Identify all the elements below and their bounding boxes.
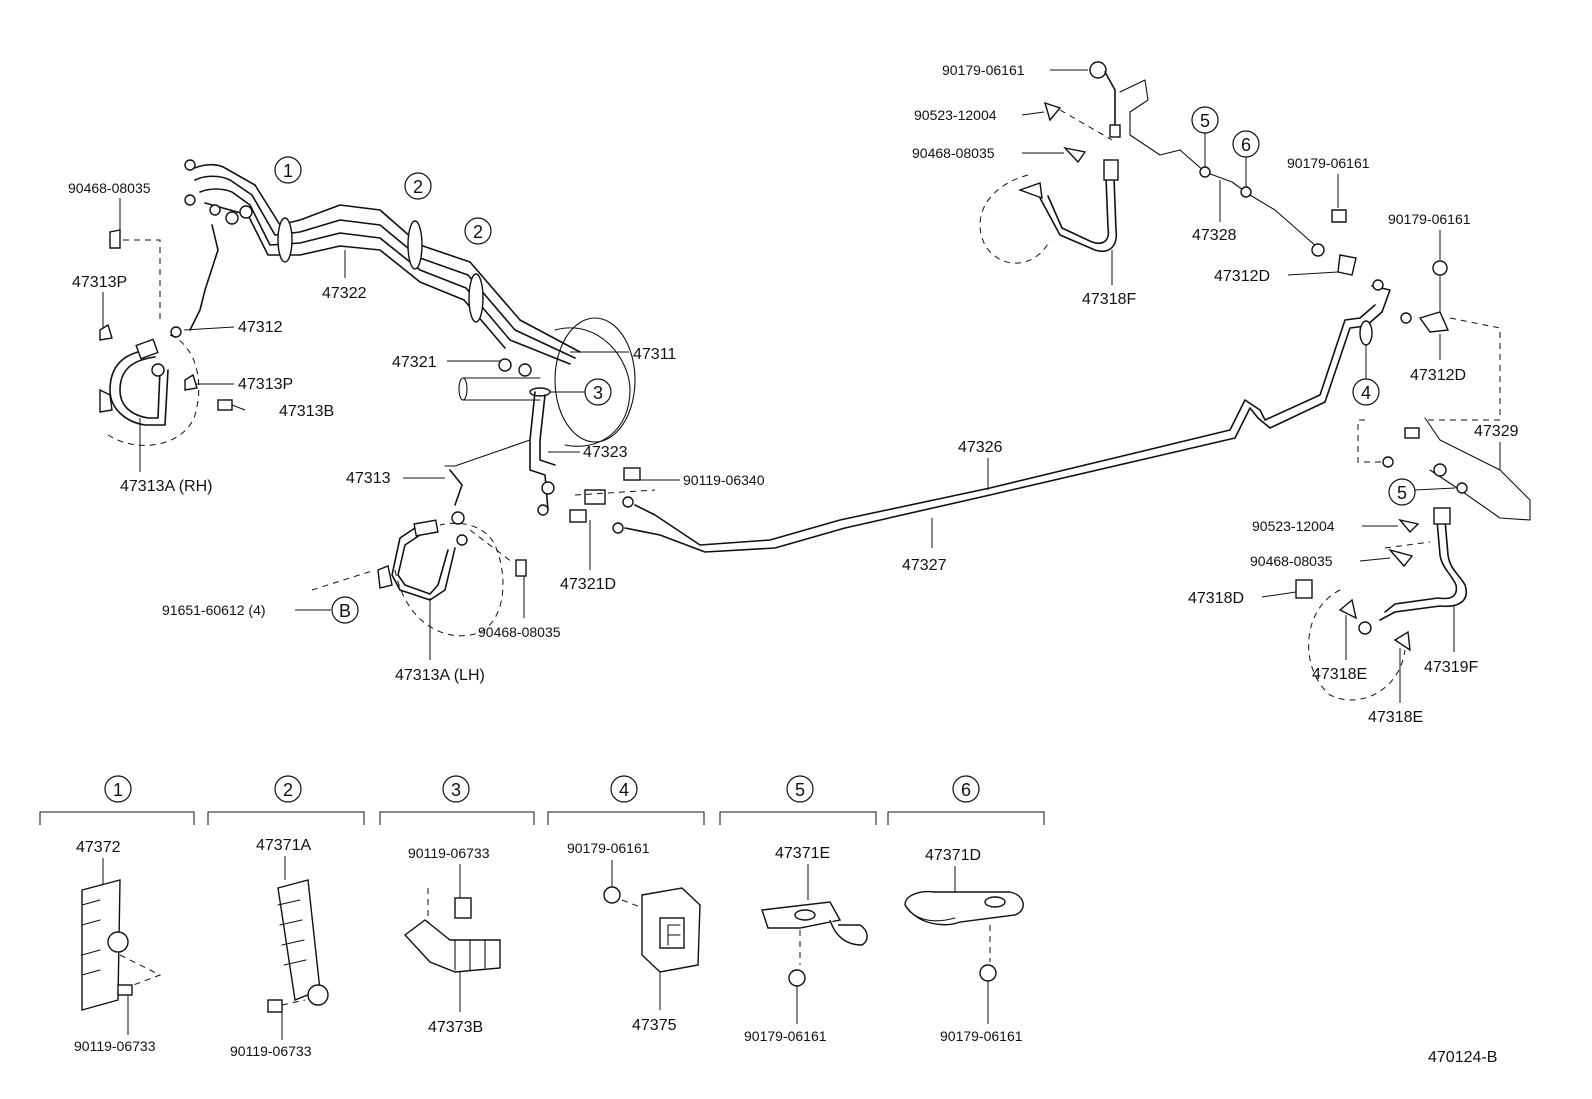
label-90523-12004-top: 90523-12004 bbox=[914, 107, 997, 123]
marker-4: 4 bbox=[1361, 383, 1371, 403]
label-47322: 47322 bbox=[322, 285, 367, 302]
detail-bolt-6: 90179-06161 bbox=[940, 1028, 1023, 1044]
callout-labels: 90468-08035 47313P 47312 47313P 47313B 4… bbox=[68, 62, 1519, 726]
detail-part-3: 47373B bbox=[428, 1019, 483, 1036]
marker-6-top: 6 bbox=[1241, 135, 1251, 155]
marker-2b: 2 bbox=[473, 222, 483, 242]
label-47313P-a: 47313P bbox=[72, 274, 127, 291]
label-47328: 47328 bbox=[1192, 227, 1237, 244]
detail-part-2: 47371A bbox=[256, 837, 311, 854]
detail-panel-1: 1 47372 90119-06733 bbox=[39, 775, 195, 1054]
detail-bolt-4: 90179-06161 bbox=[567, 840, 650, 856]
label-47318E-b: 47318E bbox=[1368, 709, 1423, 726]
detail-marker-2: 2 bbox=[283, 780, 293, 800]
label-47313A-LH: 47313A (LH) bbox=[395, 667, 485, 684]
label-47311: 47311 bbox=[633, 346, 676, 363]
dashed-leaders bbox=[123, 109, 1501, 591]
label-47313B: 47313B bbox=[279, 403, 334, 420]
marker-B: B bbox=[339, 601, 351, 621]
label-90179-06161-r2: 90179-06161 bbox=[1388, 211, 1471, 227]
front-lh-hose bbox=[377, 469, 527, 637]
label-47319F: 47319F bbox=[1424, 659, 1478, 676]
reference-markers: 1 2 2 3 4 5 6 5 bbox=[274, 106, 1456, 506]
label-47326: 47326 bbox=[958, 439, 1003, 456]
detail-panel-4: 4 90179-06161 47375 bbox=[547, 775, 705, 1034]
label-47327: 47327 bbox=[902, 557, 947, 574]
detail-marker-3: 3 bbox=[451, 780, 461, 800]
detail-marker-4: 4 bbox=[619, 780, 629, 800]
detail-panel-3: 3 90119-06733 47373B bbox=[379, 775, 535, 1036]
detail-bolt-5: 90179-06161 bbox=[744, 1028, 827, 1044]
drawing-number: 470124-B bbox=[1428, 1049, 1497, 1066]
marker-5-top: 5 bbox=[1200, 111, 1210, 131]
label-90468-08035-top: 90468-08035 bbox=[912, 145, 995, 161]
marker-2a: 2 bbox=[413, 177, 423, 197]
detail-panel-5: 5 47371E 90179-06161 bbox=[719, 775, 877, 1044]
label-90523-12004-r: 90523-12004 bbox=[1252, 518, 1335, 534]
detail-marker-6: 6 bbox=[961, 780, 971, 800]
rear-hose-bottom bbox=[1295, 260, 1531, 701]
front-rh-hose bbox=[99, 229, 246, 446]
detail-panel-6: 6 47371D 90179-06161 bbox=[887, 775, 1045, 1044]
label-47313A-RH: 47313A (RH) bbox=[120, 478, 213, 495]
marker-3: 3 bbox=[593, 383, 603, 403]
detail-panel-2: 2 47371A 90119-06733 bbox=[207, 775, 365, 1059]
label-91651-60612: 91651-60612 (4) bbox=[162, 602, 266, 618]
detail-bolt-1: 90119-06733 bbox=[74, 1038, 156, 1054]
label-47318E-a: 47318E bbox=[1312, 666, 1367, 683]
label-47312: 47312 bbox=[238, 319, 283, 336]
detail-part-6: 47371D bbox=[925, 847, 981, 864]
marker-1: 1 bbox=[283, 161, 293, 181]
detail-part-5: 47371E bbox=[775, 845, 830, 862]
detail-marker-1: 1 bbox=[113, 780, 123, 800]
front-brake-tubes bbox=[170, 159, 581, 365]
detail-bolt-3: 90119-06733 bbox=[408, 845, 490, 861]
label-47321: 47321 bbox=[392, 354, 437, 371]
label-47323: 47323 bbox=[583, 444, 628, 461]
label-47312D-a: 47312D bbox=[1214, 268, 1270, 285]
label-90468-08035-mid: 90468-08035 bbox=[478, 624, 561, 640]
bracket-47321D bbox=[537, 467, 641, 534]
label-90179-06161-r1: 90179-06161 bbox=[1287, 155, 1370, 171]
detail-marker-5: 5 bbox=[795, 780, 805, 800]
main-rear-tube bbox=[624, 279, 1412, 553]
detail-part-4: 47375 bbox=[632, 1017, 677, 1034]
label-47312D-b: 47312D bbox=[1410, 367, 1466, 384]
label-47318D: 47318D bbox=[1188, 590, 1244, 607]
label-47318F: 47318F bbox=[1082, 291, 1136, 308]
detail-part-1: 47372 bbox=[76, 839, 121, 856]
label-90179-06161-top: 90179-06161 bbox=[942, 62, 1025, 78]
brake-booster bbox=[458, 317, 636, 511]
label-47313: 47313 bbox=[346, 470, 391, 487]
marker-5-right: 5 bbox=[1397, 483, 1407, 503]
label-90468-08035-left: 90468-08035 bbox=[68, 180, 151, 196]
label-47313P-b: 47313P bbox=[238, 376, 293, 393]
rear-hose-top bbox=[979, 61, 1357, 276]
label-90119-06340: 90119-06340 bbox=[683, 472, 765, 488]
label-47329: 47329 bbox=[1474, 423, 1519, 440]
label-90468-08035-r: 90468-08035 bbox=[1250, 553, 1333, 569]
detail-bolt-2: 90119-06733 bbox=[230, 1043, 312, 1059]
label-47321D: 47321D bbox=[560, 576, 616, 593]
